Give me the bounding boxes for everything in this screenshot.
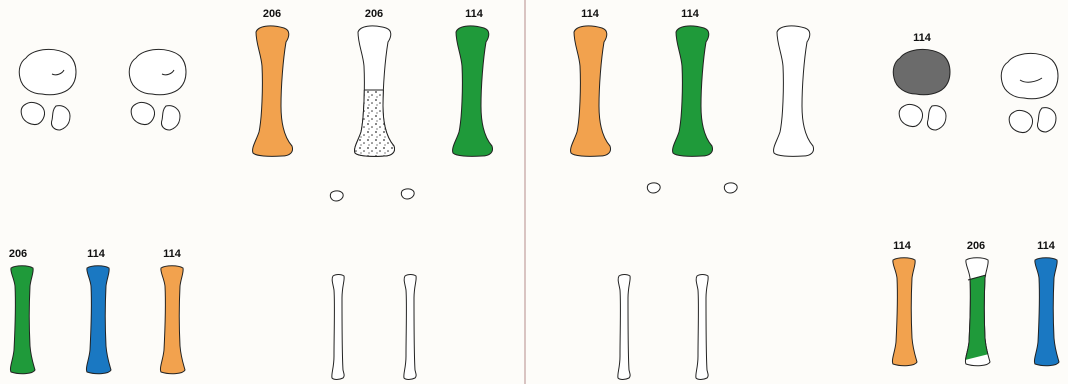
pebble-1 — [330, 191, 343, 201]
label-top-orange-right: 114 — [581, 8, 599, 20]
label-bottom-blue-left: 114 — [87, 248, 105, 260]
foot-bone-blue-left — [86, 266, 111, 374]
thin-bone-2 — [404, 275, 416, 380]
tarsal-cluster-1 — [19, 49, 76, 130]
long-bone-orange-right — [571, 26, 611, 156]
pebble-2 — [401, 189, 414, 199]
foot-bone-split — [965, 258, 990, 366]
tarsal-cluster-3 — [1001, 53, 1058, 132]
label-bottom-green-left: 206 — [9, 248, 27, 260]
label-bottom-blue-right: 114 — [1037, 240, 1055, 252]
thin-bone-3 — [618, 275, 630, 380]
foot-bone-orange-right — [892, 258, 917, 366]
thin-bone-1 — [332, 275, 344, 380]
label-bottom-orange-left: 114 — [163, 248, 181, 260]
label-bottom-split: 206 — [967, 240, 985, 252]
tarsal-cluster-gray — [893, 49, 950, 130]
label-top-orange-left: 206 — [263, 8, 281, 20]
long-bone-green-right — [673, 26, 713, 156]
pebble-3 — [647, 183, 660, 193]
label-skull-gray: 114 — [913, 32, 931, 44]
foot-bone-orange-left — [160, 266, 185, 374]
long-bone-white-right — [774, 26, 814, 156]
label-top-green-right: 114 — [681, 8, 699, 20]
thin-bone-4 — [696, 275, 708, 380]
label-bottom-orange-right: 114 — [893, 240, 911, 252]
foot-bone-blue-right — [1034, 258, 1059, 366]
long-bone-stippled — [355, 26, 395, 156]
pebble-4 — [724, 183, 737, 193]
label-top-stippled: 206 — [365, 8, 383, 20]
label-top-green-left: 114 — [465, 8, 483, 20]
foot-bone-green-left — [10, 266, 35, 374]
tarsal-cluster-2 — [129, 49, 186, 130]
long-bone-green-left — [453, 26, 493, 156]
long-bone-orange-left — [253, 26, 293, 156]
